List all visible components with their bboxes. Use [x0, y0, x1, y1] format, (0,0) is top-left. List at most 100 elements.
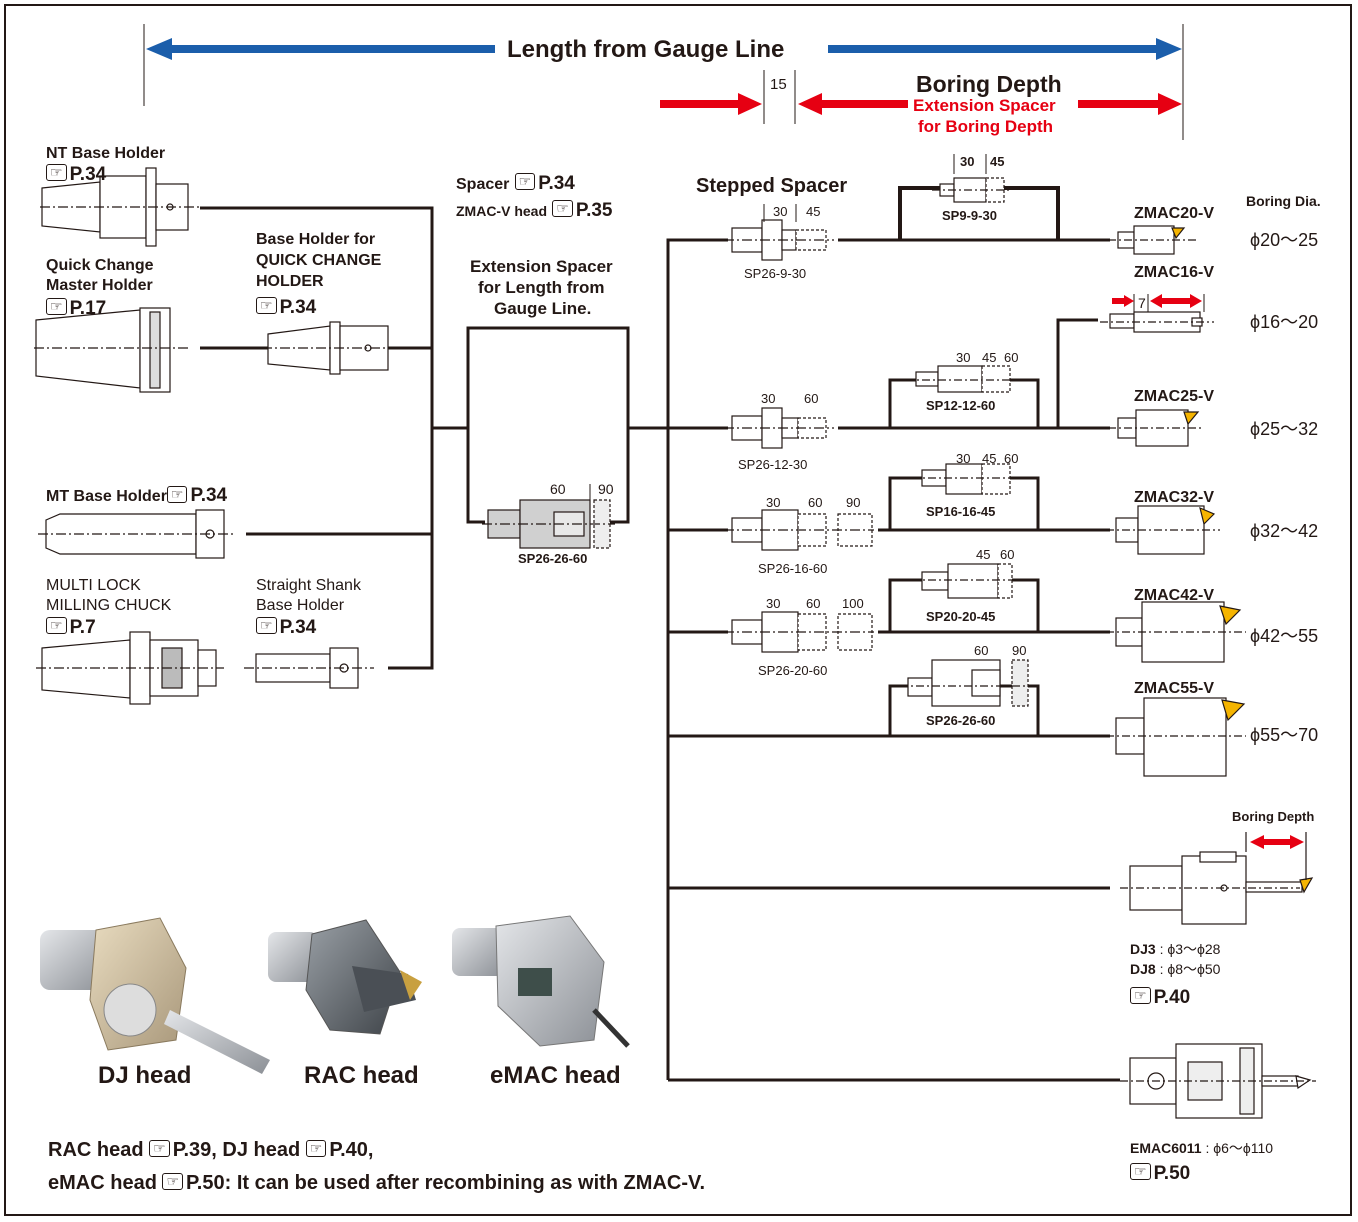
hand-pointer-icon: ☞	[162, 1173, 183, 1190]
hand-pointer-icon: ☞	[167, 486, 188, 503]
ext-spacer-boring-line1: Extension Spacer	[913, 97, 1056, 115]
zmac16-v-dia: ϕ16～20	[1250, 313, 1318, 332]
sp20-20-45-name: SP20-20-45	[926, 610, 995, 624]
nt-base-holder-label: NT Base Holder	[46, 146, 165, 163]
qc-base-holder-drawing	[262, 322, 395, 374]
sp9-9-30-name: SP9-9-30	[942, 209, 997, 223]
zmac42-v-name: ZMAC42-V	[1134, 588, 1214, 605]
hand-pointer-icon: ☞	[1130, 1163, 1151, 1180]
ext-length-line3: Gauge Line.	[494, 300, 591, 318]
sp12-dim2: 45	[982, 351, 996, 365]
zmac-head-ref[interactable]: ZMAC-V head ☞P.35	[456, 201, 612, 220]
zmac16-dim-arrows	[1112, 294, 1204, 312]
footer-line1: RAC head ☞P.39, DJ head ☞P.40,	[48, 1140, 373, 1160]
dj-head-drawing	[1120, 832, 1312, 924]
footer-line2: eMAC head ☞P.50: It can be used after re…	[48, 1173, 705, 1193]
dj-ref[interactable]: ☞P.40	[1130, 988, 1190, 1007]
qc-base-label-3: HOLDER	[256, 274, 324, 291]
upper-spacer-drawings	[900, 178, 1030, 706]
sp26b-dim1: 60	[974, 644, 988, 658]
step3-dim3: 90	[846, 496, 860, 510]
sp26-16-60-name: SP26-16-60	[758, 562, 827, 576]
dj3-range: DJ3 : ϕ3～ϕ28	[1130, 942, 1220, 957]
zmac55-v-dia: ϕ55～70	[1250, 726, 1318, 745]
emac-head-drawing	[1120, 1044, 1316, 1118]
step2-dim1: 30	[761, 392, 775, 406]
sp12-dim3: 60	[1004, 351, 1018, 365]
dim-15-label: 15	[770, 77, 787, 93]
dj-depth-arrow	[1250, 835, 1304, 849]
dj-head-photo-label: DJ head	[98, 1063, 191, 1088]
straight-shank-drawing	[244, 648, 374, 688]
zmac20-v-dia: ϕ20～25	[1250, 231, 1318, 250]
zmac32-v-name: ZMAC32-V	[1134, 490, 1214, 507]
step4-dim3: 100	[842, 597, 864, 611]
hand-pointer-icon: ☞	[149, 1140, 170, 1157]
zmac20-v-name: ZMAC20-V	[1134, 206, 1214, 223]
zmac32-v-dia: ϕ32～42	[1250, 522, 1318, 541]
stepped-spacer-title: Stepped Spacer	[696, 176, 847, 197]
zmac55-v-name: ZMAC55-V	[1134, 681, 1214, 698]
sp12-dim1: 30	[956, 351, 970, 365]
qc-base-label-2: QUICK CHANGE	[256, 253, 381, 270]
emac6011-range: EMAC6011 : ϕ6～ϕ110	[1130, 1141, 1273, 1156]
ext-spacer-boring-line2: for Boring Depth	[918, 118, 1053, 136]
sp16-dim3: 60	[1004, 452, 1018, 466]
hand-pointer-icon: ☞	[515, 173, 536, 190]
straight-shank-label-1: Straight Shank	[256, 578, 361, 595]
qc-master-ref[interactable]: ☞P.17	[46, 299, 106, 318]
dj-boring-depth-label: Boring Depth	[1232, 810, 1314, 824]
zmac16-v-name: ZMAC16-V	[1134, 265, 1214, 282]
emac-ref[interactable]: ☞P.50	[1130, 1164, 1190, 1183]
ext-length-line1: Extension Spacer	[470, 258, 613, 276]
step1-dim1: 30	[773, 205, 787, 219]
sp26-26-60-lower-name: SP26-26-60	[926, 714, 995, 728]
zmac25-v-dia: ϕ25～32	[1250, 420, 1318, 439]
qc-master-label-1: Quick Change	[46, 258, 154, 275]
sp9-dim1: 30	[960, 155, 974, 169]
stepped-spacer-drawings	[724, 220, 874, 652]
sp26-26-60-dim1: 60	[550, 482, 566, 497]
multilock-label-1: MULTI LOCK	[46, 578, 141, 595]
straight-shank-ref[interactable]: ☞P.34	[256, 618, 316, 637]
sp26-9-30-name: SP26-9-30	[744, 267, 806, 281]
emac-head-photo-label: eMAC head	[490, 1063, 621, 1088]
sp9-dim2: 45	[990, 155, 1004, 169]
sp26-20-60-name: SP26-20-60	[758, 664, 827, 678]
spacer-ref[interactable]: Spacer ☞P.34	[456, 174, 575, 193]
hand-pointer-icon: ☞	[46, 617, 67, 634]
qc-master-label-2: Master Holder	[46, 278, 153, 295]
sp26-26-60-name: SP26-26-60	[518, 552, 587, 566]
sp20-dim1: 45	[976, 548, 990, 562]
sp12-12-60-name: SP12-12-60	[926, 399, 995, 413]
hand-pointer-icon: ☞	[552, 200, 573, 217]
multi-lock-chuck-drawing	[36, 632, 224, 704]
step3-dim2: 60	[808, 496, 822, 510]
mt-base-holder-drawing	[38, 510, 234, 558]
qc-base-ref[interactable]: ☞P.34	[256, 298, 316, 317]
hand-pointer-icon: ☞	[256, 297, 277, 314]
dj8-range: DJ8 : ϕ8～ϕ50	[1130, 962, 1220, 977]
sp26-12-30-name: SP26-12-30	[738, 458, 807, 472]
sp16-dim2: 45	[982, 452, 996, 466]
step4-dim2: 60	[806, 597, 820, 611]
sp16-16-45-name: SP16-16-45	[926, 505, 995, 519]
boring-depth-label: Boring Depth	[916, 72, 1062, 96]
ext-length-line2: for Length from	[478, 279, 605, 297]
mt-base-holder-label[interactable]: MT Base Holder☞P.34	[46, 486, 227, 505]
qc-master-holder-drawing	[34, 308, 190, 392]
step4-dim1: 30	[766, 597, 780, 611]
qc-base-label-1: Base Holder for	[256, 232, 375, 249]
hand-pointer-icon: ☞	[1130, 987, 1151, 1004]
multilock-label-2: MILLING CHUCK	[46, 598, 171, 615]
step2-dim2: 60	[804, 392, 818, 406]
sp26-26-60-middle-drawing	[482, 484, 615, 548]
nt-ref[interactable]: ☞P.34	[46, 165, 106, 184]
hand-pointer-icon: ☞	[306, 1140, 327, 1157]
multilock-ref[interactable]: ☞P.7	[46, 618, 96, 637]
sp20-dim2: 60	[1000, 548, 1014, 562]
zmac42-v-dia: ϕ42～55	[1250, 627, 1318, 646]
sp16-dim1: 30	[956, 452, 970, 466]
zmac16-v-dim: 7	[1138, 296, 1146, 311]
